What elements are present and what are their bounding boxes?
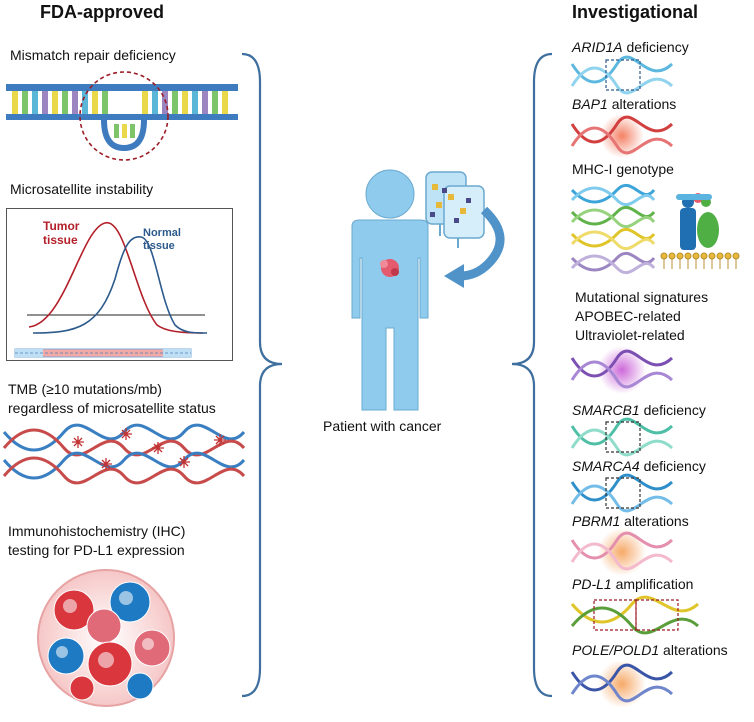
- smarcb1-dna: [570, 417, 674, 457]
- patient-figure-icon: [351, 169, 429, 411]
- mismatch-repair-illustration: [6, 71, 238, 161]
- mismatch-repair-label: Mismatch repair deficiency: [10, 47, 176, 63]
- pdl1-gene: PD-L1: [572, 576, 612, 592]
- ihc-cell-illustration: [37, 569, 175, 707]
- pdl1-dna: [570, 595, 700, 635]
- mismatch-highlight-circle: [79, 71, 169, 161]
- fda-approved-heading: FDA-approved: [40, 2, 165, 22]
- pbrm1-gene: PBRM1: [572, 513, 621, 529]
- pbrm1-label: PBRM1 alterations: [572, 512, 689, 531]
- bap1-dna: [570, 114, 674, 158]
- ihc-label-line1: Immunohistochemistry (IHC): [8, 523, 186, 539]
- return-arrow-icon: [444, 206, 505, 288]
- pdl1-label: PD-L1 amplification: [572, 575, 693, 594]
- mutational-signatures-label: Mutational signatures: [575, 289, 709, 305]
- bap1-gene: BAP1: [572, 96, 608, 112]
- smarca4-gene: SMARCA4: [572, 458, 640, 474]
- tumor-icon: [380, 259, 399, 277]
- iv-bag-icon: [425, 171, 485, 248]
- left-bracket: [241, 52, 283, 698]
- arid1a-rest: deficiency: [622, 39, 689, 55]
- pdl1-rest: amplification: [611, 576, 694, 592]
- msi-title: Microsatellite instability: [10, 181, 154, 197]
- smarcb1-label: SMARCB1 deficiency: [572, 401, 706, 420]
- membrane-icon: [660, 252, 740, 269]
- right-bracket: [511, 52, 553, 698]
- pole-pold1-dna: [570, 660, 674, 708]
- patient-label: Patient with cancer: [323, 418, 442, 434]
- mutational-signature-dna: [570, 346, 674, 394]
- tumor-tissue-label-2: tissue: [43, 233, 78, 247]
- bap1-rest: alterations: [607, 96, 677, 112]
- ultraviolet-label: Ultraviolet-related: [575, 327, 685, 343]
- pole-pold1-gene: POLE/POLD1: [572, 642, 660, 658]
- normal-curve: [32, 236, 208, 334]
- smarca4-rest: deficiency: [639, 458, 706, 474]
- msi-plot: [14, 222, 208, 358]
- pole-pold1-label: POLE/POLD1 alterations: [572, 641, 728, 660]
- tumor-tissue-label-1: Tumor: [43, 219, 80, 233]
- mhc-label: MHC-I genotype: [572, 161, 674, 177]
- pbrm1-dna: [570, 528, 674, 576]
- arid1a-gene: ARID1A: [572, 39, 623, 55]
- apobec-label: APOBEC-related: [575, 308, 681, 324]
- smarcb1-rest: deficiency: [639, 402, 706, 418]
- bap1-label: BAP1 alterations: [572, 95, 676, 114]
- normal-tissue-label-2: tissue: [143, 240, 175, 252]
- patient-illustration: [351, 169, 505, 411]
- pbrm1-rest: alterations: [620, 513, 689, 529]
- microsatellite-strip: [14, 348, 192, 358]
- mhc-molecule-icon: [676, 193, 719, 250]
- tmb-label-line2: regardless of microsatellite status: [8, 400, 216, 416]
- mutation-stars: [72, 428, 226, 470]
- smarca4-label: SMARCA4 deficiency: [572, 457, 706, 476]
- tmb-dna-illustration: [2, 423, 246, 485]
- arid1a-dna: [570, 55, 674, 95]
- pole-pold1-rest: alterations: [659, 642, 728, 658]
- base-pairs: [12, 91, 228, 114]
- ihc-label-line2: testing for PD-L1 expression: [8, 542, 185, 558]
- msi-plot-frame: Tumor tissue Normal tissue: [6, 208, 233, 361]
- arid1a-label: ARID1A deficiency: [572, 38, 689, 57]
- normal-tissue-label-1: Normal: [143, 227, 181, 239]
- mhc-illustration: [570, 183, 740, 275]
- investigational-heading: Investigational: [572, 2, 699, 22]
- tmb-label-line1: TMB (≥10 mutations/mb): [8, 381, 162, 397]
- tumor-curve: [28, 222, 204, 334]
- smarcb1-gene: SMARCB1: [572, 402, 640, 418]
- smarca4-dna: [570, 473, 674, 513]
